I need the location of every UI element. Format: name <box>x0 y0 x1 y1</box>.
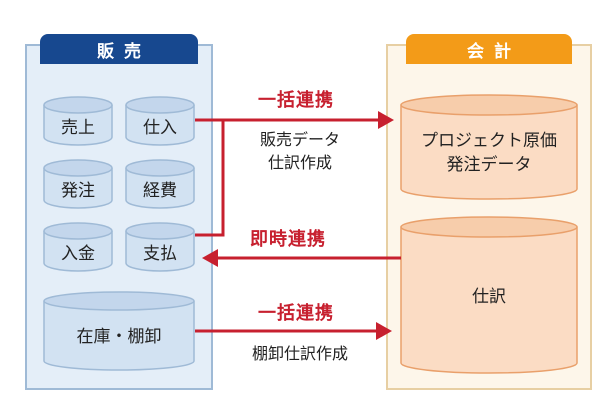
middle-flow-label: 即時連携 <box>250 229 326 250</box>
project-data-line: 発注データ <box>446 155 532 175</box>
bottom-flow-sublabel: 棚卸仕訳作成 <box>251 344 348 363</box>
arrow-head-left <box>202 249 218 267</box>
payment-connector <box>195 120 225 237</box>
sales-item-label: 入金 <box>61 244 95 264</box>
project-data-cylinder: プロジェクト原価 発注データ <box>400 94 578 200</box>
journal-label: 仕訳 <box>472 287 506 307</box>
sales-item-label: 発注 <box>61 181 95 201</box>
sales-item-shiire: 仕入 <box>125 96 195 146</box>
cylinder-icon <box>125 159 195 209</box>
sales-item-label: 売上 <box>61 118 95 138</box>
project-data-line: プロジェクト原価 <box>421 131 557 151</box>
sales-item-label: 支払 <box>143 244 177 264</box>
journal-cylinder: 仕訳 <box>400 216 578 374</box>
inventory-label: 在庫・棚卸 <box>76 327 162 347</box>
sales-item-label: 経費 <box>143 181 177 201</box>
top-flow-label: 一括連携 <box>258 90 334 111</box>
top-flow-sublabel-line: 販売データ <box>259 130 340 149</box>
project-data-text: プロジェクト原価 発注データ <box>421 129 557 177</box>
sales-item-uriage: 売上 <box>43 96 113 146</box>
sales-item-label: 仕入 <box>143 118 177 138</box>
bottom-flow-label: 一括連携 <box>258 303 334 324</box>
inventory-cylinder: 在庫・棚卸 <box>43 291 195 371</box>
cylinder-icon <box>125 222 195 272</box>
arrow-head-right <box>376 322 392 340</box>
arrow-head-right <box>378 111 394 129</box>
sales-item-hacchu: 発注 <box>43 159 113 209</box>
sales-item-keihi: 経費 <box>125 159 195 209</box>
cylinder-icon <box>43 222 113 272</box>
top-flow-sublabel: 販売データ 仕訳作成 <box>235 128 365 174</box>
cylinder-icon <box>400 94 578 200</box>
accounting-header: 会計 <box>406 34 572 64</box>
cylinder-icon <box>43 159 113 209</box>
sales-item-shiharai: 支払 <box>125 222 195 272</box>
cylinder-icon <box>400 216 578 374</box>
cylinder-icon <box>43 96 113 146</box>
cylinder-icon <box>125 96 195 146</box>
top-flow-sublabel-line: 仕訳作成 <box>267 153 332 172</box>
sales-item-nyukin: 入金 <box>43 222 113 272</box>
sales-header: 販売 <box>40 34 198 64</box>
cylinder-icon <box>43 291 195 371</box>
